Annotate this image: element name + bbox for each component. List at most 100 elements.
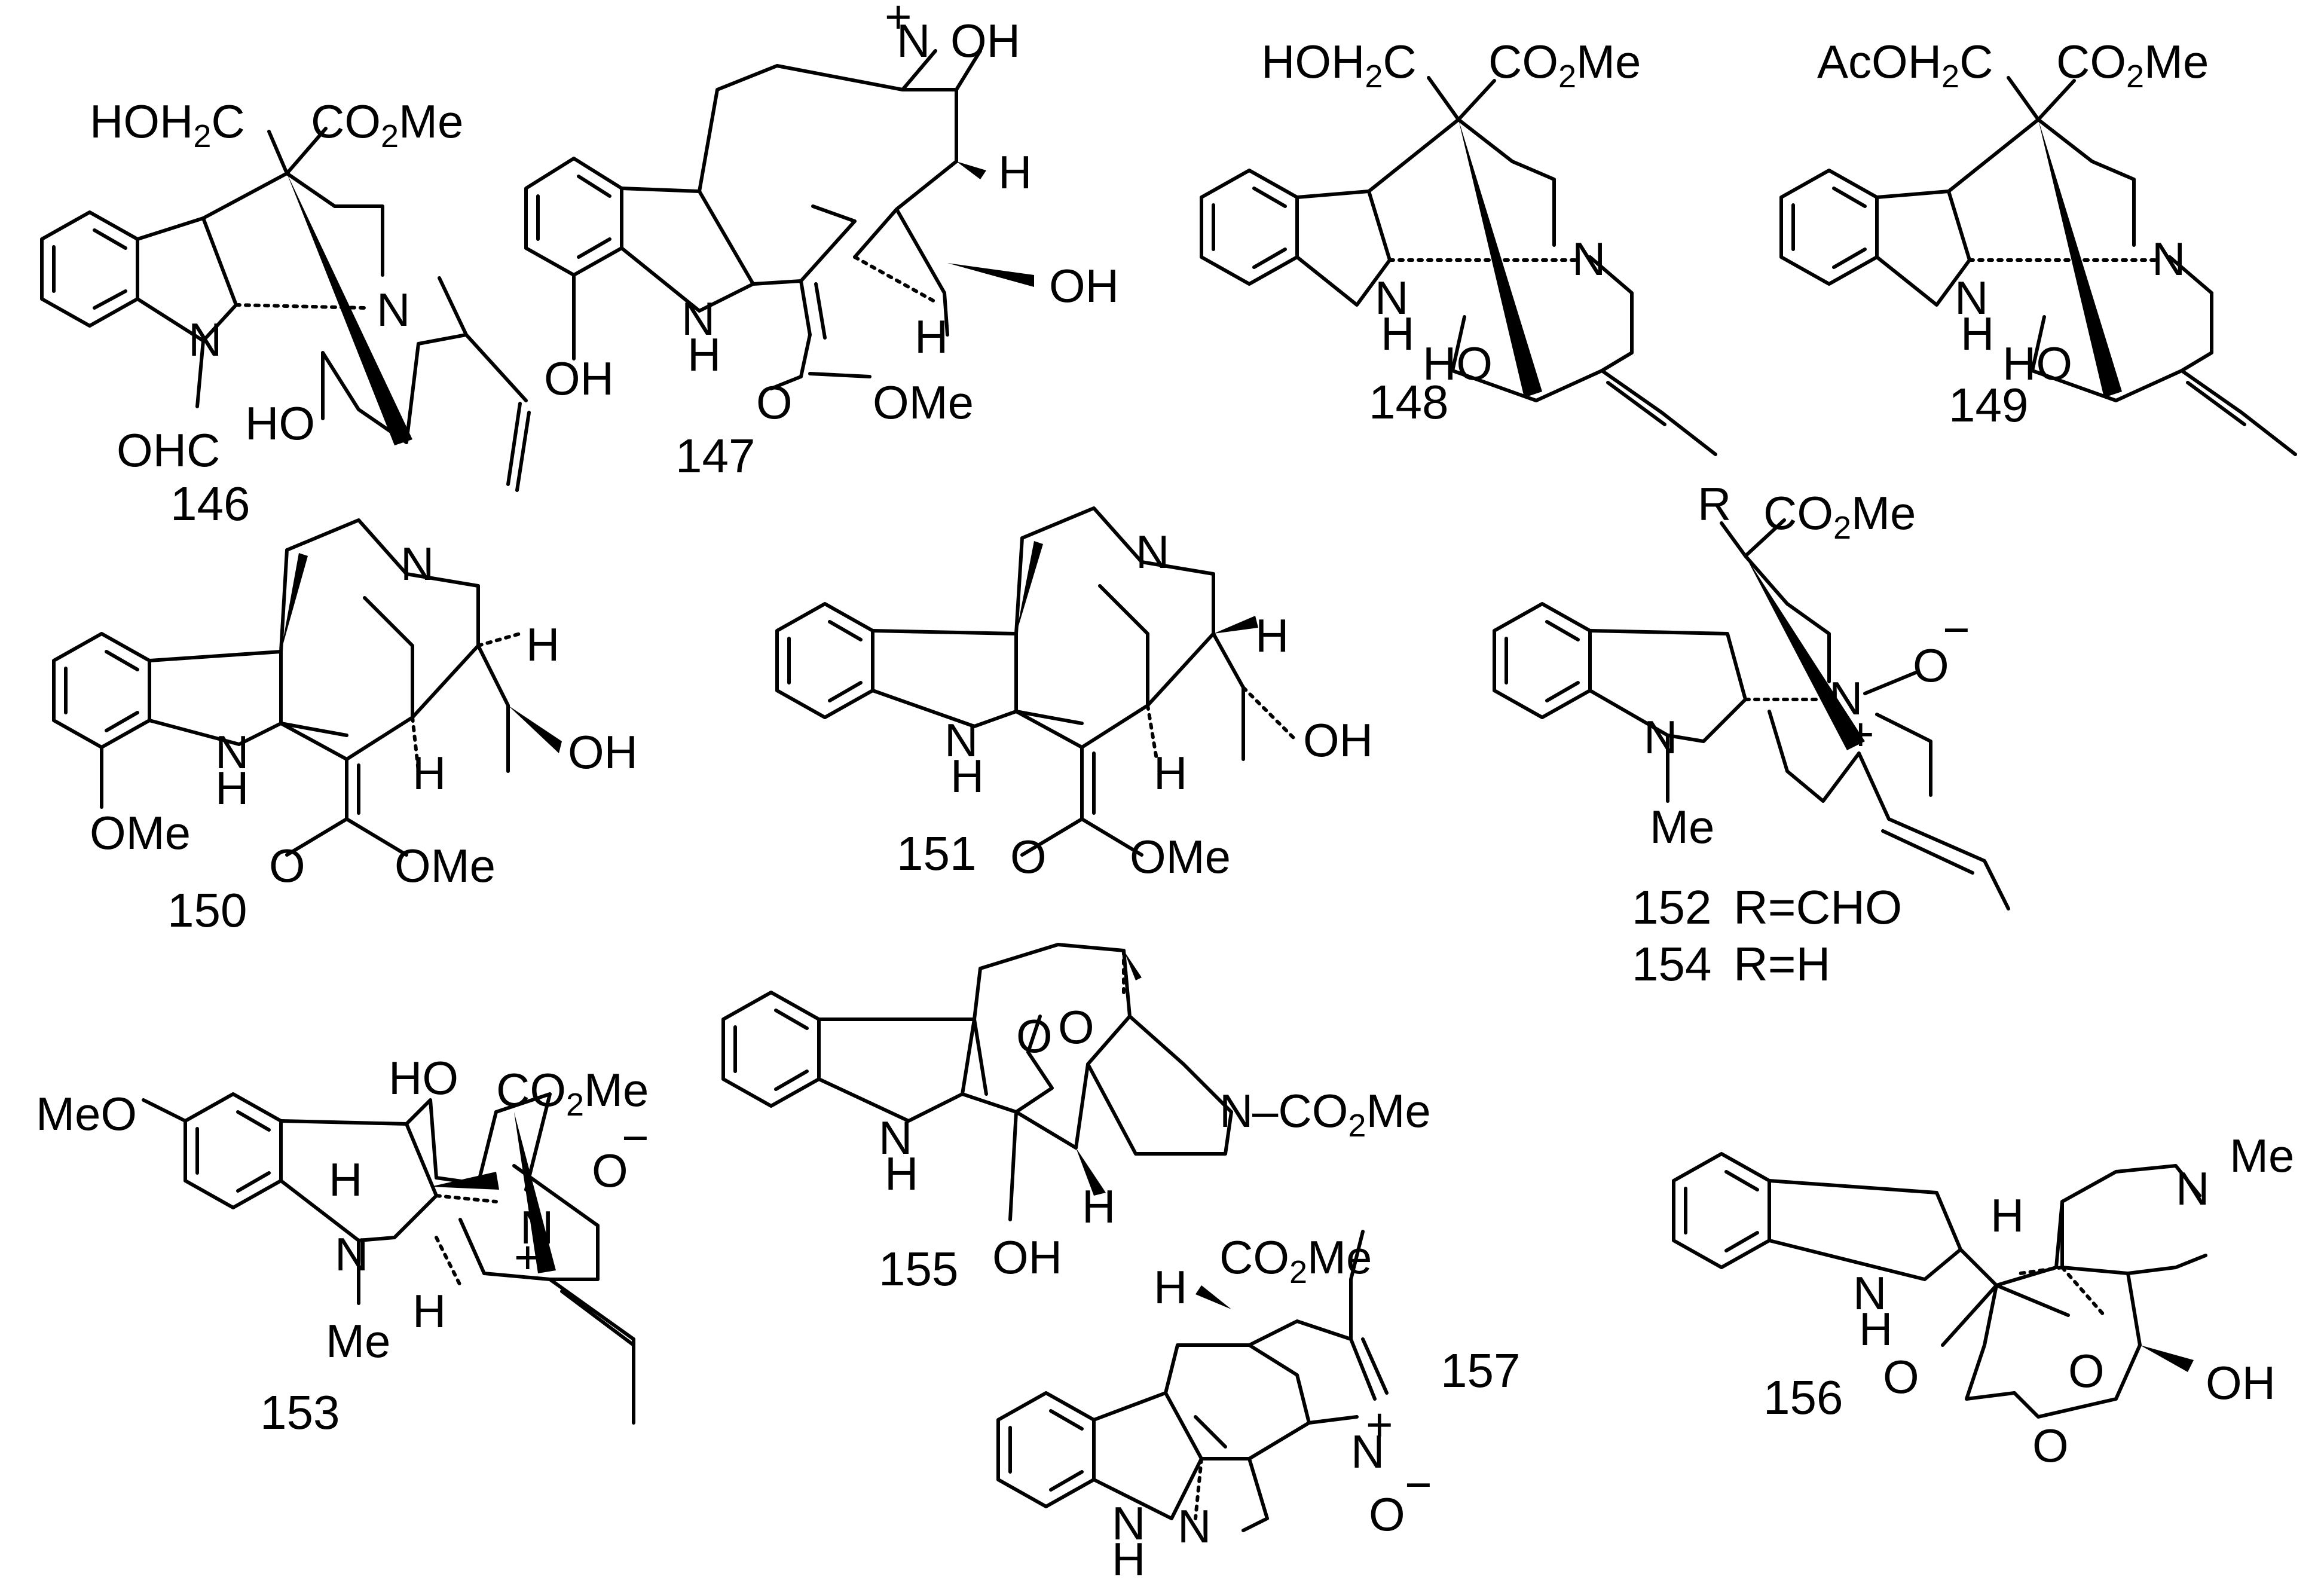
n-hydroxy-label: OH [950, 14, 1020, 67]
h-label: H [1990, 1189, 2024, 1242]
n-methyl-label: Me [1650, 800, 1714, 853]
hydroxy-label: OH [992, 1231, 1062, 1284]
indoline-nh-h: H [1381, 307, 1414, 360]
ester-label: CO2Me [1763, 487, 1916, 546]
carbonyl-o: O [756, 376, 793, 429]
hydroxymethyl-label: HOH2C [90, 95, 245, 154]
indoline-nh-h: H [1112, 1533, 1145, 1585]
compound-152-154: R CO2Me N + O − N Me 152 R=CHO 154 R=H [1493, 478, 2010, 991]
h-label: H [998, 146, 1032, 198]
compound-156: H N Me N H O O OH O 156 [1672, 1129, 2294, 1472]
amine-n: N [2176, 1162, 2209, 1215]
indole-nh-h: H [215, 762, 249, 814]
compound-number: 155 [879, 1242, 958, 1295]
h-label: H [1154, 1261, 1187, 1313]
h-label: H [329, 1153, 362, 1206]
n-methyl-label: Me [2230, 1129, 2294, 1182]
minus-charge: − [622, 1111, 649, 1164]
hydroxy-label: HO [389, 1052, 458, 1104]
h-label-2: H [412, 1285, 446, 1337]
ester-label: CO2Me [1219, 1231, 1372, 1290]
compound-number: 150 [167, 884, 247, 937]
indoline-n: N [335, 1228, 368, 1281]
oxide-o: O [592, 1144, 628, 1197]
n-oxide-n: N [1829, 672, 1863, 725]
indoline-nh-h: H [1961, 307, 1994, 360]
compound-number-154: 154 [1632, 937, 1711, 991]
r-definition-154: R=H [1733, 937, 1830, 991]
h-label-2: H [412, 747, 446, 799]
plus-charge: + [1847, 708, 1875, 760]
methoxy-aryl-label: MeO [36, 1087, 137, 1140]
methoxy-label: OMe [395, 839, 496, 892]
side-chain-oh: OH [568, 726, 638, 778]
h-label: H [526, 618, 559, 671]
lactone-o2: O [1058, 1001, 1094, 1053]
n-oxide-n: N [897, 14, 930, 67]
indole-n: N [879, 1111, 912, 1164]
compound-153: MeO HO CO2Me O − N + H N Me H 153 [36, 1052, 649, 1439]
carbamate-n: N [1219, 1084, 1253, 1137]
compound-number: 149 [1949, 378, 2028, 432]
compound-number: 148 [1369, 375, 1448, 429]
h-label-2: H [915, 310, 948, 363]
indoline-n: N [188, 313, 222, 366]
r-definition-152: R=CHO [1733, 881, 1902, 934]
ester-label: CO2Me [311, 95, 463, 154]
plus-charge: + [514, 1231, 542, 1284]
carbonyl-o: O [269, 839, 305, 892]
compound-number-152: 152 [1632, 881, 1711, 934]
amine-n: N [377, 283, 410, 336]
hydroxy-label: HO [1423, 337, 1493, 390]
side-chain-oh: OH [1049, 259, 1119, 312]
indole-n: N [681, 292, 715, 345]
oxide-o: O [1369, 1488, 1405, 1541]
acetoxymethyl-label: AcOH2C [1817, 35, 1993, 94]
hydroxymethyl-label: HOH2C [1261, 35, 1417, 94]
indole-n: N [215, 726, 249, 778]
lactone-carbonyl-o: O [1883, 1350, 1919, 1403]
compound-number: 147 [675, 429, 755, 482]
carbamate-label: –CO2Me [1252, 1084, 1431, 1144]
h-label: H [1082, 1180, 1115, 1233]
h-label: H [1255, 609, 1289, 662]
ester-label: CO2Me [1488, 35, 1641, 94]
compound-149: AcOH2C CO2Me N N H HO 149 [1779, 35, 2297, 456]
indoline-n: N [1955, 271, 1988, 324]
compound-155: O O N –CO2Me N H H OH 155 [721, 943, 1431, 1295]
lactone-o1: O [1016, 1010, 1053, 1062]
phenol-oh: OH [544, 352, 614, 405]
r-group-label: R [1698, 478, 1731, 530]
compound-147: N + OH H OH H N H OH O OMe 147 [524, 0, 1119, 482]
formyl-label: OHC [117, 424, 220, 476]
compound-148: HOH2C CO2Me N N H HO 148 [1200, 35, 1717, 456]
compound-151: N H OH N H H O OMe 151 [775, 506, 1373, 883]
plus-charge: + [1366, 1398, 1393, 1451]
oxide-o: O [1913, 639, 1949, 692]
indole-nh-h: H [687, 328, 721, 381]
indoline-n: N [1375, 271, 1408, 324]
compound-157: H CO2Me N H N N + O − 157 [996, 1230, 1520, 1585]
amine-n: N [2152, 233, 2185, 285]
ether-o: O [2032, 1419, 2069, 1472]
minus-charge: − [1405, 1458, 1432, 1511]
hydroxy-label: OH [2206, 1356, 2276, 1409]
imine-n: N [1178, 1500, 1211, 1553]
minus-charge: − [1943, 603, 1970, 656]
side-chain-oh: OH [1303, 714, 1373, 766]
methoxy-label: OMe [1130, 830, 1231, 883]
compound-number: 146 [170, 477, 250, 530]
hydroxy-label: HO [2002, 337, 2072, 390]
indole-n: N [1853, 1267, 1886, 1319]
compound-number: 157 [1441, 1344, 1520, 1397]
plus-charge: + [885, 0, 912, 43]
compound-number: 156 [1763, 1371, 1843, 1424]
compound-146: HOH2C CO2Me N N HO OHC 146 [40, 95, 531, 530]
indole-nh-h: H [885, 1147, 918, 1200]
n-methyl-label: Me [326, 1315, 390, 1367]
compound-number: 153 [260, 1386, 340, 1439]
h-label-2: H [1154, 747, 1187, 799]
amine-n: N [1136, 525, 1169, 578]
n-oxide-n: N [1351, 1425, 1384, 1478]
ester-label: CO2Me [496, 1064, 649, 1123]
